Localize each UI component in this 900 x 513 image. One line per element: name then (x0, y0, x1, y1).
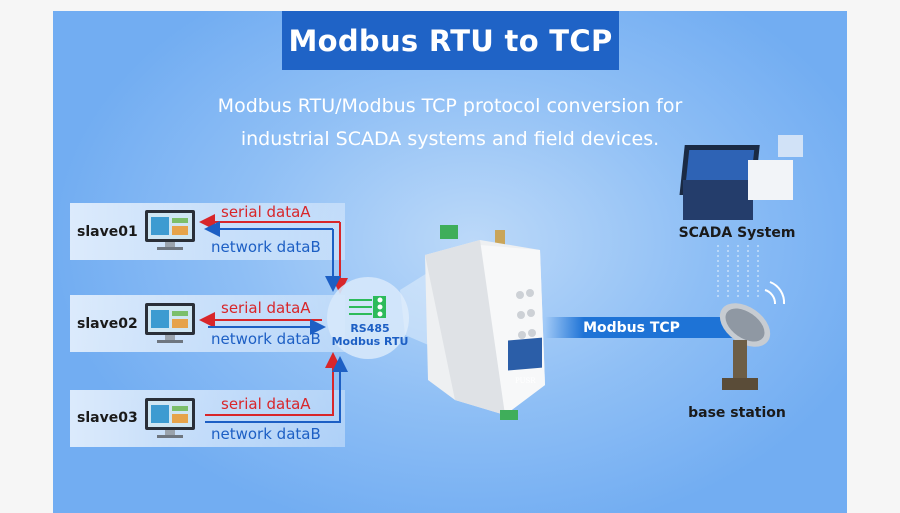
serial-arrow-3 (205, 352, 341, 416)
monitor-icon-3 (145, 398, 195, 438)
subtitle-line-2: industrial SCADA systems and field devic… (240, 128, 660, 150)
svg-text:PUSR: PUSR (515, 377, 536, 385)
base-station-dish-image (719, 281, 786, 390)
gateway-device-image: PUSR (425, 225, 545, 420)
scada-system-image (679, 135, 803, 220)
rs485-line-1: RS485 (350, 322, 390, 335)
monitor-icon-1 (145, 210, 195, 250)
slave02-label: slave02 (77, 316, 138, 332)
slave03-row (70, 390, 345, 447)
modbus-tcp-label: Modbus TCP (583, 319, 680, 336)
serial-label-2: serial dataA (221, 299, 311, 317)
monitor-icon-2 (145, 303, 195, 343)
network-label-2: network dataB (211, 330, 321, 348)
subtitle: Modbus RTU/Modbus TCP protocol conversio… (150, 90, 750, 156)
serial-label-3: serial dataA (221, 395, 311, 413)
page-title: Modbus RTU to TCP (282, 11, 619, 70)
network-label-1: network dataB (211, 238, 321, 256)
network-arrow-3 (205, 356, 348, 423)
network-label-3: network dataB (211, 425, 321, 443)
subtitle-line-1: Modbus RTU/Modbus TCP protocol conversio… (217, 95, 683, 117)
slave03-label: slave03 (77, 410, 138, 426)
scada-label: SCADA System (678, 225, 796, 241)
serial-label-1: serial dataA (221, 203, 311, 221)
data-stream (717, 245, 759, 300)
modbus-tcp-link (545, 317, 740, 338)
rs485-bubble (327, 277, 409, 359)
slave01-label: slave01 (77, 224, 138, 240)
base-station-label: base station (688, 405, 786, 421)
rs485-line-2: Modbus RTU (331, 335, 409, 348)
terminal-connector-icon (349, 296, 386, 318)
rs485-label: RS485 Modbus RTU (330, 322, 410, 348)
